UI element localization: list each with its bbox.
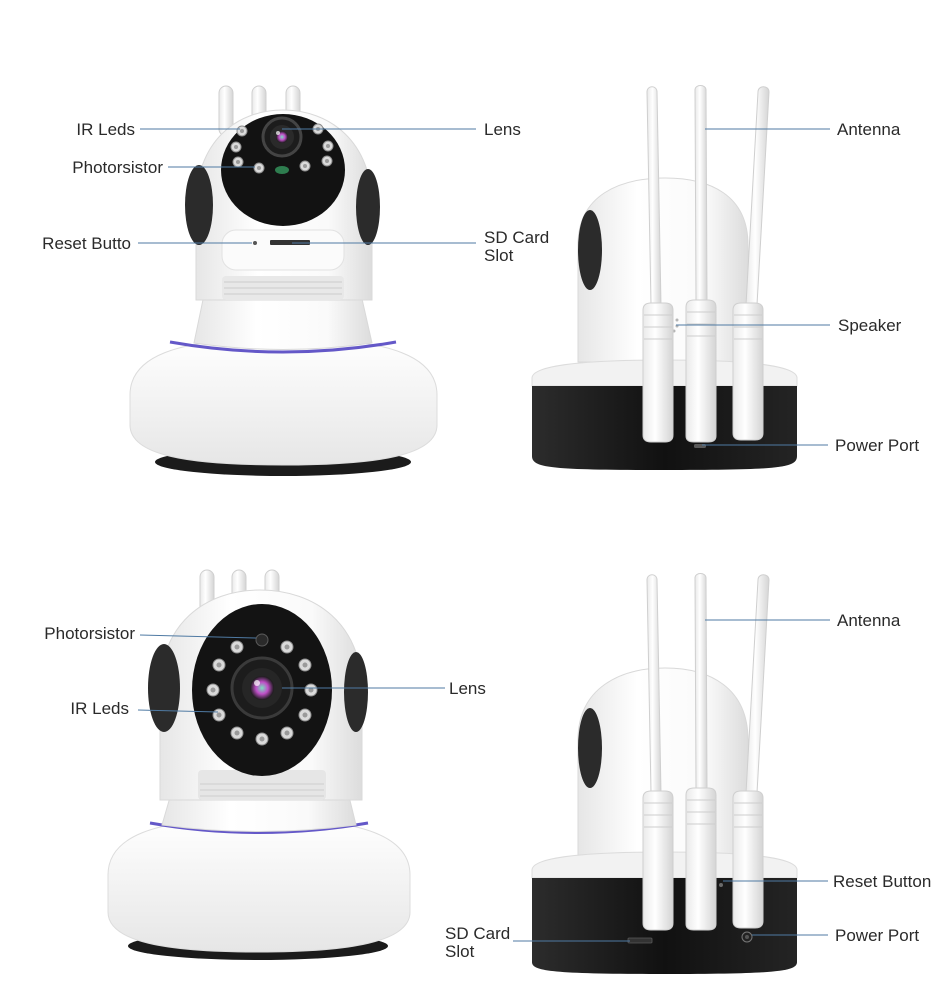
label-photorsistor: Photorsistor <box>44 624 135 643</box>
sd-card-slot <box>270 240 310 245</box>
label-reset-button: Reset Button <box>833 872 931 891</box>
ir-led <box>255 732 269 746</box>
ir-led <box>280 726 294 740</box>
antenna <box>732 574 770 929</box>
side-knob-left <box>148 644 180 732</box>
camera-back-view-2 <box>531 573 798 974</box>
leader-ir-leds-2 <box>137 709 219 713</box>
leader-photorsistor-2 <box>139 634 257 639</box>
ir-led <box>230 640 244 654</box>
side-knob-left <box>185 165 213 245</box>
ir-led <box>321 155 333 167</box>
ir-led <box>299 160 311 172</box>
lens <box>230 656 294 720</box>
base-stripe <box>169 340 397 354</box>
ir-led <box>212 708 226 722</box>
label-sd-card-line2: Slot <box>484 246 514 265</box>
lower-panel <box>221 229 345 271</box>
ribbed-band <box>198 770 326 800</box>
ir-led <box>230 726 244 740</box>
label-photorsistor: Photorsistor <box>72 158 163 177</box>
antenna <box>642 86 674 443</box>
labels: IR Leds Photorsistor Reset Butto Lens SD… <box>42 120 931 961</box>
reset-button <box>253 241 257 245</box>
label-lens: Lens <box>484 120 521 139</box>
photorsistor <box>255 633 269 647</box>
reset-button <box>719 883 723 887</box>
label-antenna: Antenna <box>837 120 901 139</box>
side-knob-right <box>356 169 380 245</box>
camera-base <box>129 337 438 466</box>
side-knob-right <box>344 652 368 732</box>
camera-front-view-1 <box>129 85 438 476</box>
label-power-port: Power Port <box>835 926 919 945</box>
lens <box>261 116 303 158</box>
camera-neck <box>193 289 373 350</box>
ir-led <box>304 683 318 697</box>
ir-led <box>253 162 265 174</box>
label-ir-leds: IR Leds <box>70 699 129 718</box>
antenna <box>732 86 770 441</box>
label-antenna: Antenna <box>837 611 901 630</box>
ir-led <box>206 683 220 697</box>
ir-led <box>298 708 312 722</box>
antennas <box>642 573 770 931</box>
antennas <box>642 85 770 443</box>
antenna <box>685 85 717 443</box>
ir-led <box>232 156 244 168</box>
sd-card-slot <box>627 937 653 944</box>
camera-back-view-1 <box>531 85 798 470</box>
photorsistor <box>275 166 289 174</box>
ir-led <box>298 658 312 672</box>
side-knob-left <box>578 708 602 788</box>
label-sd-card-line1: SD Card <box>445 924 510 943</box>
ir-led <box>230 141 242 153</box>
label-speaker: Speaker <box>838 316 902 335</box>
side-knob-left <box>578 210 602 290</box>
leader-lines <box>137 128 830 942</box>
label-power-port: Power Port <box>835 436 919 455</box>
ir-led <box>212 658 226 672</box>
ribbed-band <box>222 276 344 300</box>
label-sd-card-line2: Slot <box>445 942 475 961</box>
ir-led <box>236 125 248 137</box>
label-ir-leds: IR Leds <box>76 120 135 139</box>
power-port <box>741 931 753 943</box>
camera-base <box>107 817 411 953</box>
antenna <box>685 573 717 931</box>
ir-led <box>322 140 334 152</box>
antenna <box>642 574 674 931</box>
ir-led <box>280 640 294 654</box>
label-lens: Lens <box>449 679 486 698</box>
label-reset-button: Reset Butto <box>42 234 131 253</box>
camera-front-view-2 <box>107 569 411 960</box>
label-sd-card-line1: SD Card <box>484 228 549 247</box>
